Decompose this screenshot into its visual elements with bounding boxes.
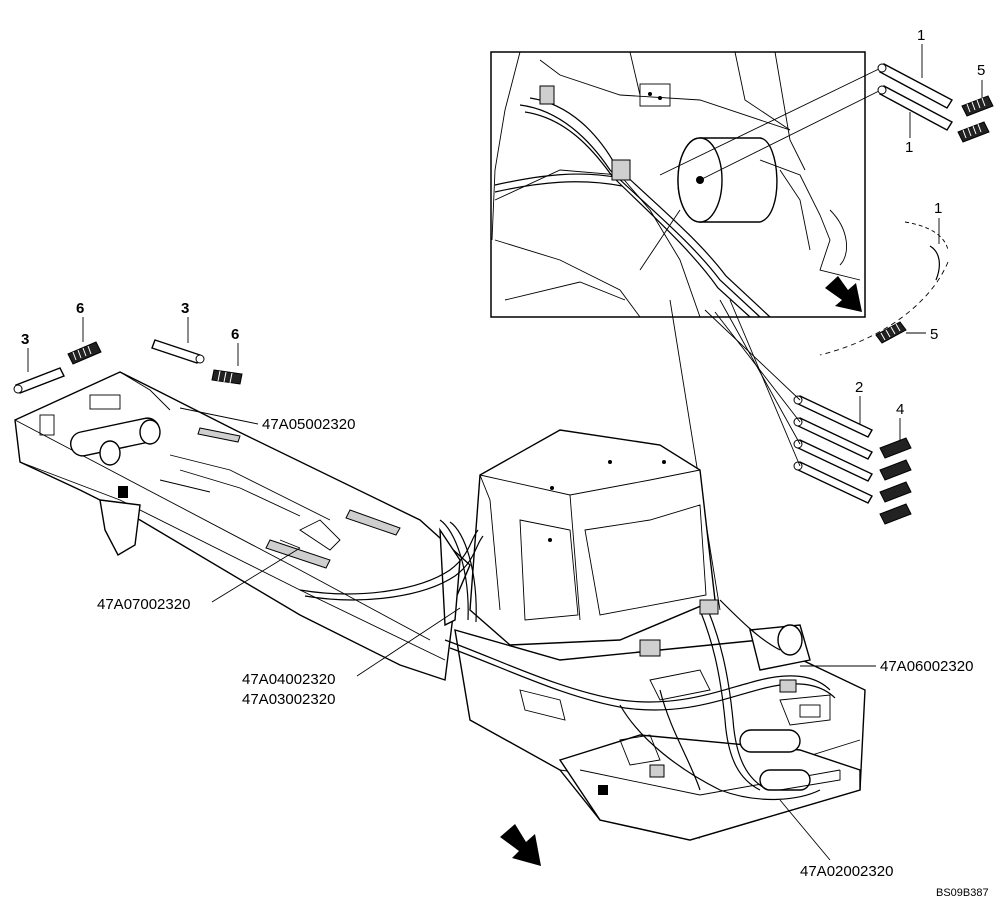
parts-right-rods: 2 4	[669, 299, 912, 611]
rod-part-1-b	[877, 85, 953, 131]
parts-top-left: 3 6 3 6	[13, 300, 243, 394]
callout-47A07002320: 47A07002320	[97, 596, 190, 613]
label-part-3-mid: 3	[181, 300, 189, 317]
rod-part-2-b	[793, 417, 873, 460]
spring-part-5-c	[875, 321, 907, 344]
spring-part-6-mid	[211, 369, 243, 385]
callout-47A06002320: 47A06002320	[880, 658, 973, 675]
label-part-6-mid: 6	[231, 326, 239, 343]
rod-part-2-a	[793, 395, 873, 438]
rod-part-2-d	[793, 461, 873, 504]
part-number-callouts: 47A05002320 47A07002320 47A04002320 47A0…	[97, 407, 973, 880]
parts-top-right: 1 1 5	[877, 27, 994, 156]
rod-part-2-c	[793, 439, 873, 482]
spring-part-4-c	[879, 481, 912, 503]
spring-part-4-d	[879, 503, 912, 525]
callout-47A05002320: 47A05002320	[262, 416, 355, 433]
rod-part-3-left	[13, 367, 65, 394]
label-part-2: 2	[855, 379, 863, 396]
spring-part-5-b	[957, 121, 990, 143]
label-part-6-left: 6	[76, 300, 84, 317]
label-part-4: 4	[896, 401, 904, 418]
rod-part-1-a	[877, 63, 953, 109]
parts-mid-right: 1 5	[819, 200, 949, 356]
label-part-1-mid: 1	[934, 200, 942, 217]
spring-part-6-left	[67, 341, 102, 365]
callout-47A02002320: 47A02002320	[800, 863, 893, 880]
label-part-1-top: 1	[917, 27, 925, 44]
callout-47A04002320: 47A04002320	[242, 671, 335, 688]
spring-part-4-b	[879, 459, 912, 481]
front-direction-arrow-icon	[500, 824, 541, 866]
label-part-1-top-lower: 1	[905, 139, 913, 156]
label-part-3-left: 3	[21, 331, 29, 348]
detail-inset	[490, 51, 886, 318]
label-part-5-top: 5	[977, 62, 985, 79]
spring-part-5-a	[961, 95, 994, 117]
drawing-reference: BS09B387	[936, 887, 989, 899]
label-part-5-mid: 5	[930, 326, 938, 343]
spring-part-4-a	[879, 437, 912, 459]
direction-arrow-icon	[825, 276, 862, 312]
callout-47A03002320: 47A03002320	[242, 691, 335, 708]
rod-part-3-mid	[151, 339, 205, 364]
machine-frame	[14, 371, 866, 866]
